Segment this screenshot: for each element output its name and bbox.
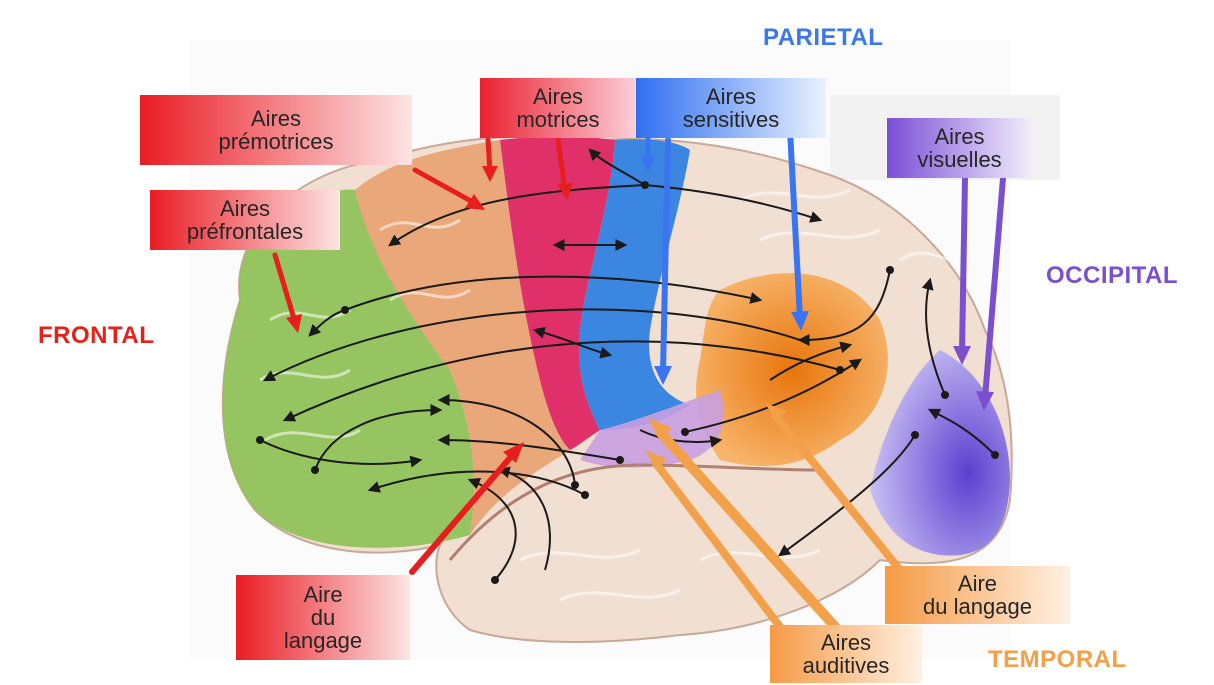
auditory-label: Aires auditives [770, 625, 922, 683]
visual-label: Aires visuelles [887, 118, 1032, 178]
language-right-label: Aire du langage [885, 566, 1070, 624]
prefrontal-label: Aires préfrontales [150, 190, 340, 250]
language-left-label: Aire du langage [236, 575, 410, 660]
occipital-label: OCCIPITAL [1046, 262, 1178, 290]
frontal-label: FRONTAL [38, 322, 154, 350]
parietal-label: PARIETAL [763, 24, 883, 52]
temporal-label: TEMPORAL [988, 646, 1127, 674]
motor-label: Aires motrices [480, 78, 636, 138]
visual-pointer-1 [962, 178, 965, 352]
premotor-label: Aires prémotrices [140, 95, 412, 165]
sensory-label: Aires sensitives [636, 78, 826, 138]
